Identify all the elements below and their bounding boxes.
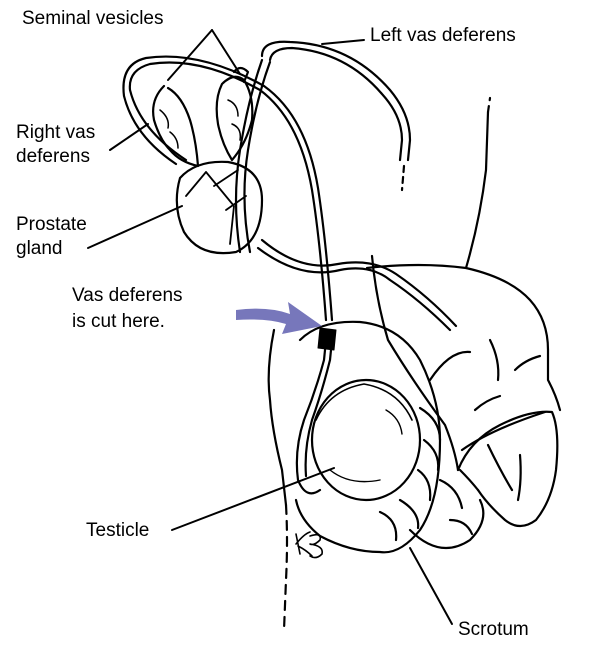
label-cut-line1: Vas deferens [72,284,183,307]
testicle [312,380,420,500]
seminal-vesicles [153,68,252,166]
label-prostate-line2: gland [16,237,63,260]
thigh-outline [269,98,490,630]
left-vas-deferens [236,42,456,330]
label-seminal-vesicles: Seminal vesicles [22,7,164,30]
label-testicle: Testicle [86,519,149,542]
cut-arrow [236,302,322,334]
prostate [177,162,262,253]
label-prostate-line1: Prostate [16,213,87,236]
label-scrotum: Scrotum [458,618,529,641]
label-right-vas-line1: Right vas [16,121,95,144]
label-right-vas-line2: deferens [16,145,90,168]
label-cut-line2: is cut here. [72,310,165,333]
label-left-vas-deferens: Left vas deferens [370,24,516,47]
